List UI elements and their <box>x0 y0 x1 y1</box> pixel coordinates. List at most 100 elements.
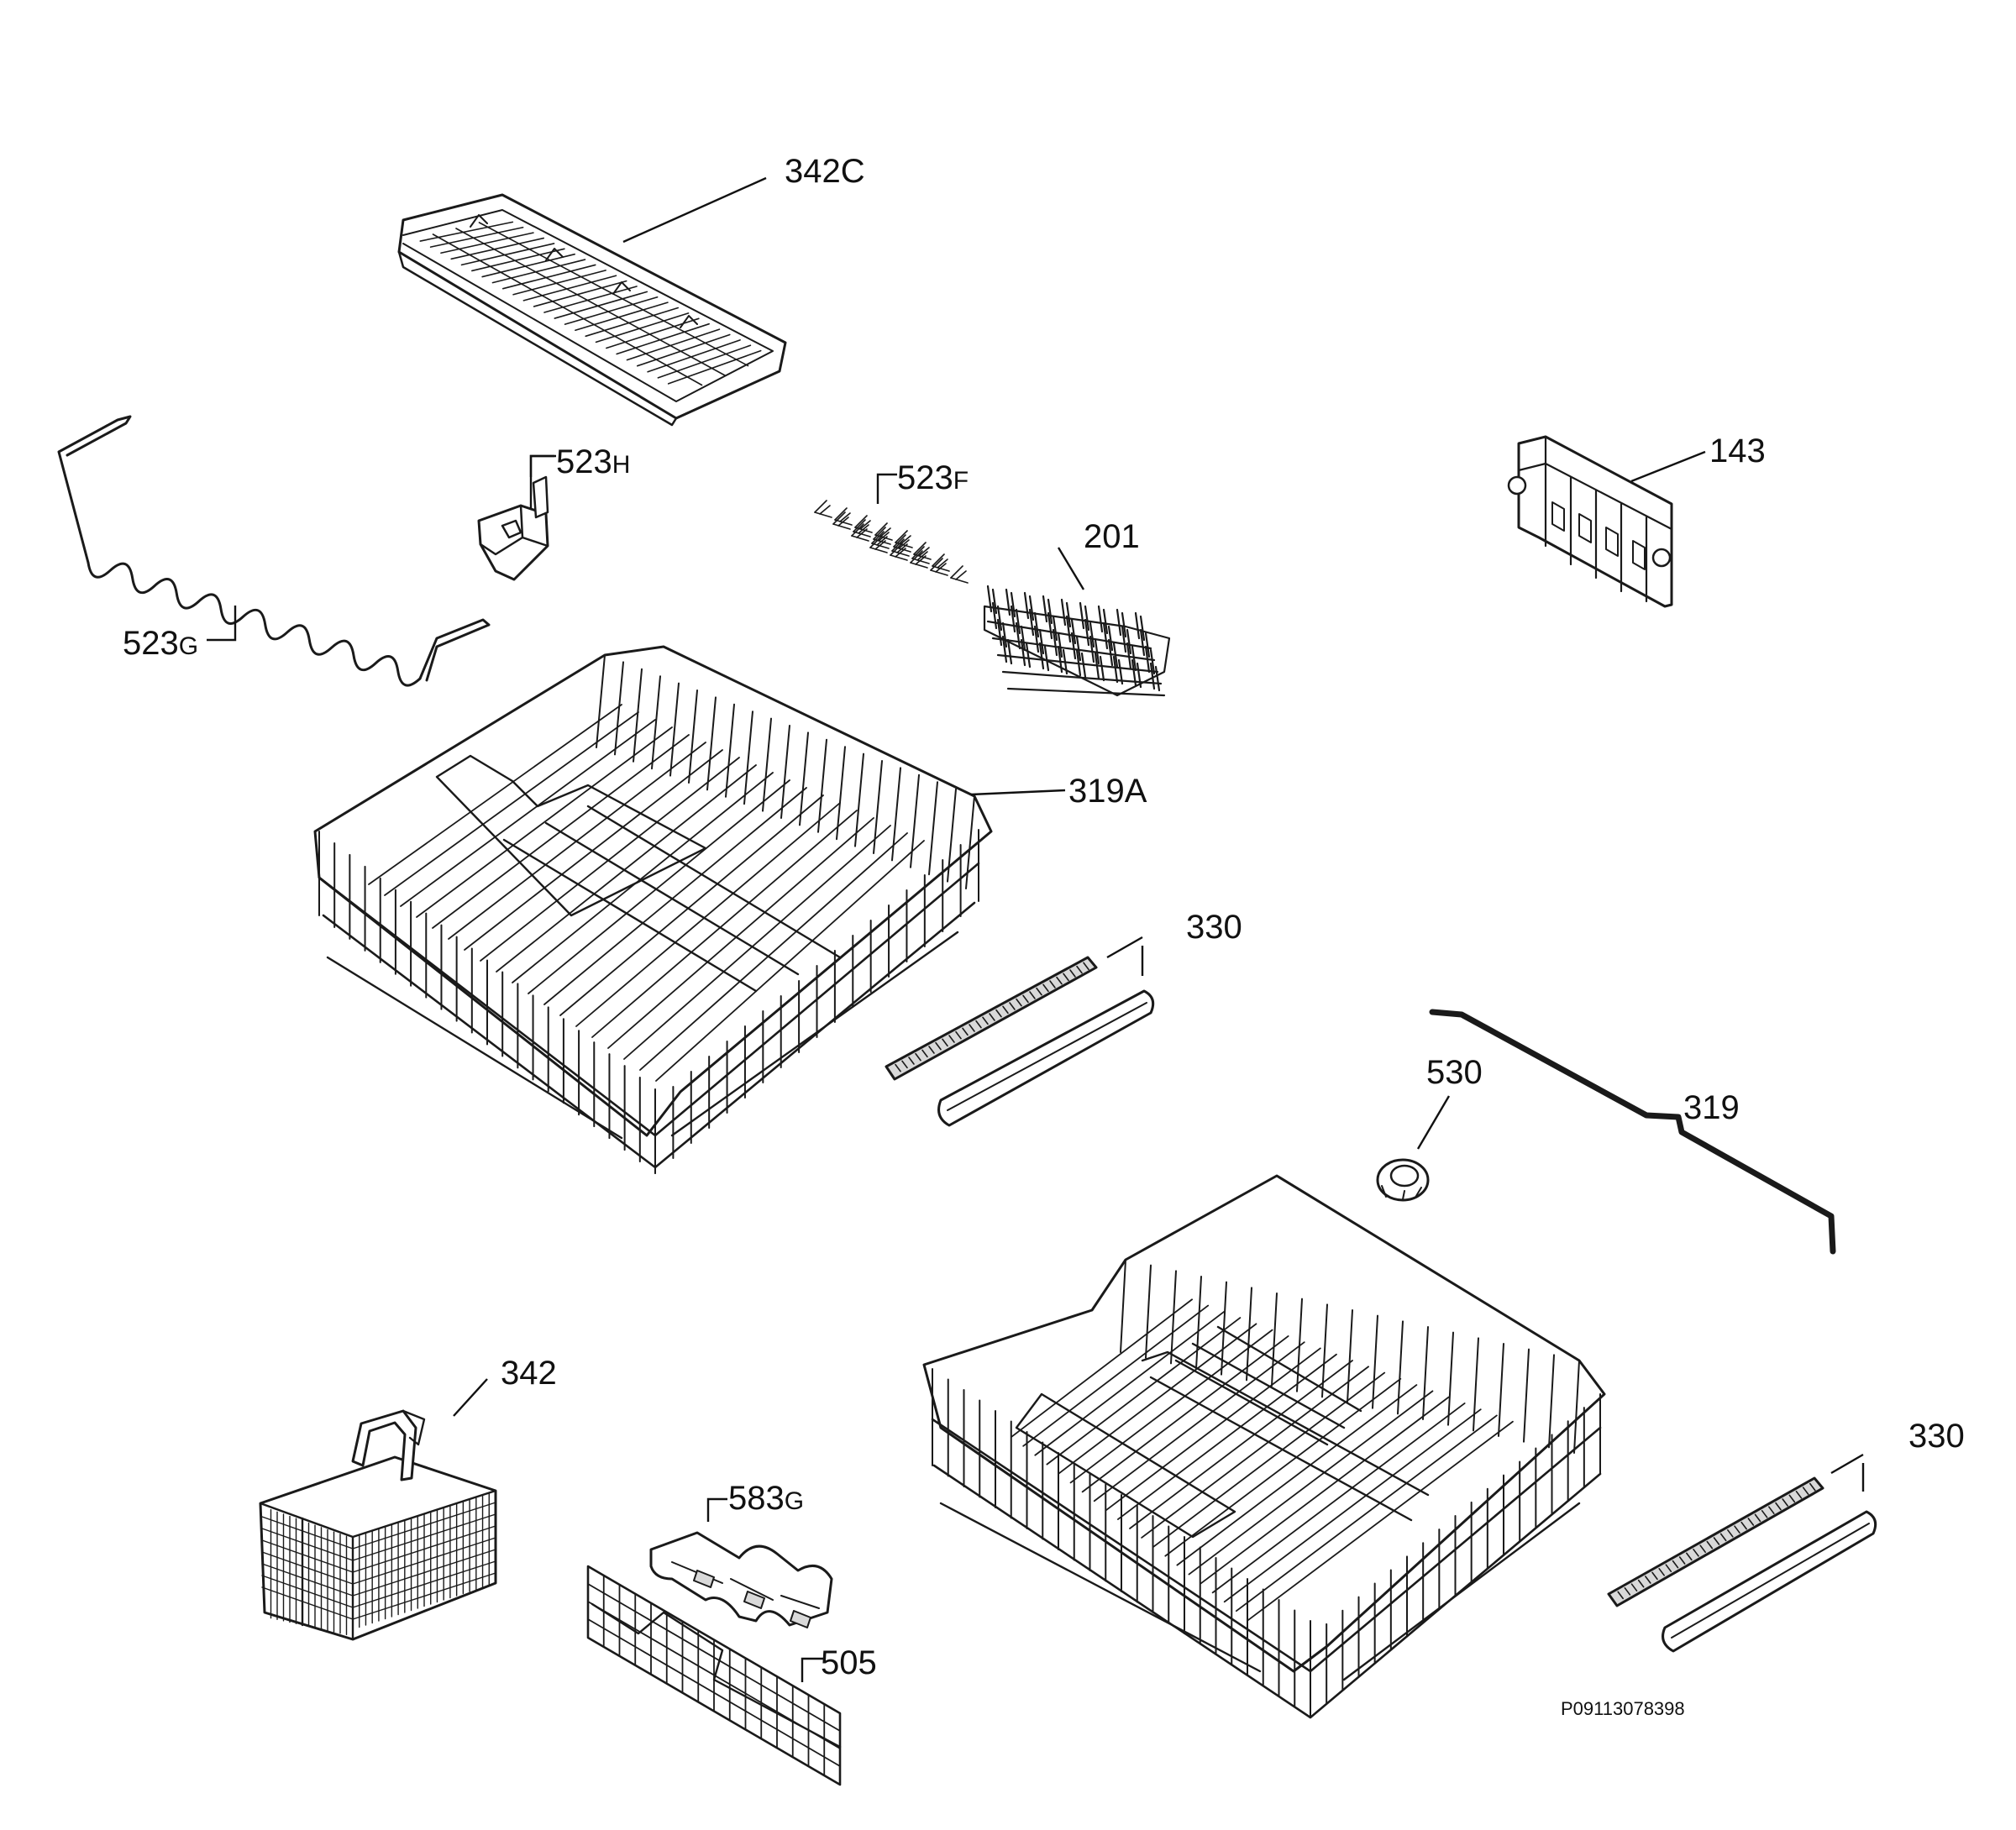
wire-stroke <box>1011 1298 1193 1438</box>
wire-stroke <box>419 221 514 242</box>
part-319a-upper-basket[interactable] <box>313 645 993 1174</box>
wire-stroke <box>587 1618 841 1767</box>
label-143[interactable]: 143 <box>1709 433 1766 469</box>
wire-stroke <box>1347 1309 1353 1403</box>
wire-stroke <box>780 725 790 819</box>
label-523f[interactable]: 523F <box>897 459 969 496</box>
label-342[interactable]: 342 <box>501 1355 557 1392</box>
wire-stroke <box>669 682 680 777</box>
label-319a[interactable]: 319A <box>1068 773 1147 810</box>
label-342c[interactable]: 342C <box>785 153 865 190</box>
wire-stroke <box>901 1060 908 1069</box>
wire-stroke <box>876 536 888 546</box>
wire-stroke <box>1149 648 1156 675</box>
wire-stroke <box>1134 611 1141 640</box>
wire-stroke <box>1188 1390 1434 1576</box>
wire-stroke <box>512 270 606 296</box>
leader-143 <box>1630 450 1706 483</box>
wire-stroke <box>543 286 638 313</box>
wire-stroke <box>1200 1396 1450 1585</box>
wire-stroke <box>898 539 910 549</box>
wire-stroke <box>1028 595 1035 621</box>
wire-stroke <box>471 248 565 272</box>
wire-stroke <box>1060 598 1067 627</box>
wire-stroke <box>762 717 772 812</box>
wire-stroke <box>1015 608 1021 635</box>
wire-stroke <box>1112 655 1119 684</box>
wire-stroke <box>591 810 858 1038</box>
wire-stroke <box>950 565 963 579</box>
part-319-lower-basket[interactable] <box>922 1174 1606 1719</box>
leader-523h <box>529 454 556 477</box>
part-523h-clip[interactable] <box>477 475 549 581</box>
wire-stroke <box>1734 1525 1740 1534</box>
label-523g[interactable]: 523G <box>123 625 198 662</box>
part-319-track-wire[interactable] <box>1429 1009 1836 1255</box>
wire-stroke <box>688 690 698 784</box>
wire-stroke <box>1136 662 1142 689</box>
part-143-bracket[interactable] <box>1507 435 1673 608</box>
wire-stroke <box>1693 1549 1699 1557</box>
wire-stroke <box>1126 628 1132 655</box>
part-342-cutlery-basket[interactable] <box>259 1409 497 1641</box>
wire-stroke <box>450 237 545 260</box>
leader-201 <box>1057 547 1085 590</box>
part-342c-cutlery-tray[interactable] <box>397 193 787 427</box>
wire-stroke <box>1144 632 1151 658</box>
wire-stroke <box>1195 1276 1202 1370</box>
label-583g[interactable]: 583G <box>728 1480 804 1517</box>
label-319[interactable]: 319 <box>1683 1089 1740 1126</box>
label-330-lower[interactable]: 330 <box>1908 1418 1965 1455</box>
wire-stroke <box>859 520 871 530</box>
wire-stroke <box>647 339 741 373</box>
wire-stroke <box>1075 635 1082 662</box>
wire-stroke <box>261 1539 354 1573</box>
wire-stroke <box>890 554 908 561</box>
wire-stroke <box>1001 621 1008 648</box>
wire-stroke <box>1056 976 1063 985</box>
wire-stroke <box>1083 962 1089 971</box>
wire-stroke <box>1042 595 1048 623</box>
wire-stroke <box>1001 670 1163 685</box>
wire-stroke <box>947 788 957 883</box>
wire-stroke <box>1706 1540 1714 1549</box>
wire-stroke <box>837 516 849 527</box>
wire-stroke <box>911 546 925 559</box>
label-330-upper[interactable]: 330 <box>1186 909 1242 946</box>
wire-stroke <box>352 1513 496 1561</box>
part-505-flip-rack[interactable] <box>586 1565 842 1786</box>
wire-stroke <box>1139 615 1146 642</box>
part-330-upper-rail[interactable] <box>885 956 1155 1127</box>
wire-stroke <box>895 1063 901 1072</box>
part-523g-wavy-wire[interactable] <box>57 415 491 687</box>
wire-stroke <box>910 773 920 868</box>
label-201[interactable]: 201 <box>1084 518 1140 555</box>
label-523h[interactable]: 523H <box>556 443 630 480</box>
wire-stroke <box>460 243 555 266</box>
wire-stroke <box>1645 1576 1651 1584</box>
wire-stroke <box>1447 1331 1454 1426</box>
part-330-lower-rail[interactable] <box>1607 1476 1877 1653</box>
part-201-tine-rack[interactable] <box>983 585 1171 697</box>
wire-stroke <box>491 259 586 284</box>
wire-stroke <box>991 588 998 615</box>
label-530[interactable]: 530 <box>1426 1054 1483 1091</box>
wire-stroke <box>543 787 807 1005</box>
wire-stroke <box>1052 628 1058 657</box>
wire-stroke <box>432 233 703 386</box>
wire-stroke <box>261 1575 354 1608</box>
part-530-wheel[interactable] <box>1376 1158 1430 1202</box>
part-583g-cup-holder[interactable] <box>649 1531 833 1628</box>
wire-stroke <box>1022 1304 1210 1447</box>
wire-stroke <box>1247 1420 1514 1621</box>
leader-342 <box>453 1378 488 1417</box>
wire-stroke <box>975 1020 982 1029</box>
wire-stroke <box>1009 1002 1016 1010</box>
part-523f-small-grid[interactable] <box>814 500 969 584</box>
wire-stroke <box>1089 621 1095 648</box>
wire-stroke <box>1154 665 1161 692</box>
wire-stroke <box>352 1560 496 1608</box>
wire-stroke <box>1117 658 1124 685</box>
label-505[interactable]: 505 <box>821 1644 877 1681</box>
wire-stroke <box>836 746 846 841</box>
